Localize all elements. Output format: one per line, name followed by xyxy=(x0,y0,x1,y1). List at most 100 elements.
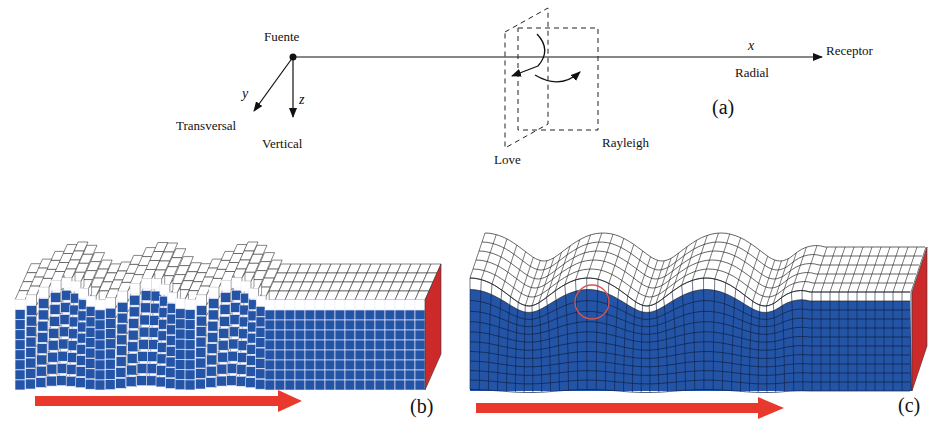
ground-cell xyxy=(46,376,56,386)
ground-cell xyxy=(26,358,36,368)
ground-cell xyxy=(335,380,345,390)
ground-cell xyxy=(127,365,137,375)
ground-cell xyxy=(165,379,175,389)
ground-cell xyxy=(95,330,105,340)
grid-line xyxy=(555,291,559,391)
ground-cell xyxy=(355,360,365,370)
ground-cell xyxy=(15,380,25,390)
ground-cell xyxy=(66,376,76,386)
ground-cell xyxy=(325,370,335,380)
ground-cell xyxy=(218,340,228,350)
ground-cell xyxy=(58,339,68,349)
ground-cell xyxy=(395,370,405,380)
ground-cell xyxy=(118,291,128,301)
ground-cell xyxy=(335,350,345,360)
ground-cell xyxy=(232,278,242,288)
axis-letter: x xyxy=(748,38,754,54)
ground-cell xyxy=(395,320,405,330)
panel-label: (a) xyxy=(712,96,734,119)
direction-arrow xyxy=(35,390,302,412)
rayleigh-wave-block xyxy=(470,233,927,393)
ground-cell xyxy=(355,380,365,390)
ground-cell xyxy=(156,365,166,375)
ground-cell xyxy=(130,295,140,305)
ground-cell xyxy=(415,320,425,330)
ground-cell xyxy=(49,316,59,326)
ground-cell xyxy=(38,310,48,320)
ground-cell xyxy=(415,300,425,310)
grid-line xyxy=(518,257,533,302)
ground-cell xyxy=(206,377,216,387)
ground-cell xyxy=(415,380,425,390)
ground-cell xyxy=(39,299,49,309)
ground-cell xyxy=(127,353,137,363)
ground-cell xyxy=(25,379,35,389)
ground-cell xyxy=(26,306,36,316)
ground-cell xyxy=(105,349,115,359)
ground-cell xyxy=(25,369,35,379)
ground-cell xyxy=(265,320,275,330)
ground-cell xyxy=(128,330,138,340)
ground-cell xyxy=(47,364,57,374)
ground-cell xyxy=(256,338,266,348)
ground-cell xyxy=(325,340,335,350)
ground-cell xyxy=(61,302,71,312)
ground-cell xyxy=(230,315,240,325)
grid-line xyxy=(703,233,718,278)
ground-cell xyxy=(95,380,105,390)
ground-cell xyxy=(175,329,185,339)
ground-cell xyxy=(116,346,126,356)
ground-cell xyxy=(236,376,246,386)
ground-cell xyxy=(275,320,285,330)
ground-cell xyxy=(385,370,395,380)
grid-line xyxy=(470,371,910,376)
ground-cell xyxy=(295,300,305,310)
ground-cell xyxy=(208,310,218,320)
ground-cell xyxy=(36,366,46,376)
block-side xyxy=(912,247,927,391)
ground-cell xyxy=(246,355,256,365)
ground-cell xyxy=(335,330,345,340)
ground-cell xyxy=(175,319,185,329)
grid-line xyxy=(839,247,854,292)
axis-label: Love xyxy=(494,153,521,168)
grid-line xyxy=(470,352,910,359)
grid-line xyxy=(479,251,919,279)
ground-cell xyxy=(325,330,335,340)
ground-cell xyxy=(15,320,25,330)
ground-cell xyxy=(395,340,405,350)
panel-label: (b) xyxy=(410,395,433,418)
ground-cell xyxy=(85,358,95,368)
ground-cell xyxy=(345,310,355,320)
grid-line xyxy=(745,250,760,295)
grid-line xyxy=(736,244,751,289)
ground-cell xyxy=(395,350,405,360)
grid-line xyxy=(766,306,767,393)
love-wave-block xyxy=(15,242,441,390)
ground-cell xyxy=(38,321,48,331)
source-dot xyxy=(290,54,297,61)
ground-cell xyxy=(385,380,395,390)
ground-cell xyxy=(116,357,126,367)
ground-cell xyxy=(116,378,126,388)
ground-cell xyxy=(209,287,219,297)
grid-line xyxy=(857,247,872,292)
ground-cell xyxy=(255,369,265,379)
ground-cell xyxy=(228,351,238,361)
ground-cell xyxy=(76,367,86,377)
grid-line xyxy=(884,292,885,391)
ground-cell xyxy=(375,380,385,390)
ground-cell xyxy=(305,350,315,360)
grid-line xyxy=(692,280,694,389)
ground-cell xyxy=(255,379,265,389)
ground-cell xyxy=(285,330,295,340)
ground-cell xyxy=(86,306,96,316)
grid-line xyxy=(893,292,894,391)
grid-line xyxy=(641,305,642,392)
grid-line xyxy=(649,306,651,393)
ground-cell xyxy=(355,370,365,380)
ground-cell xyxy=(27,295,37,305)
ground-cell xyxy=(185,340,195,350)
ground-cell xyxy=(305,300,315,310)
ground-cell xyxy=(105,329,115,339)
